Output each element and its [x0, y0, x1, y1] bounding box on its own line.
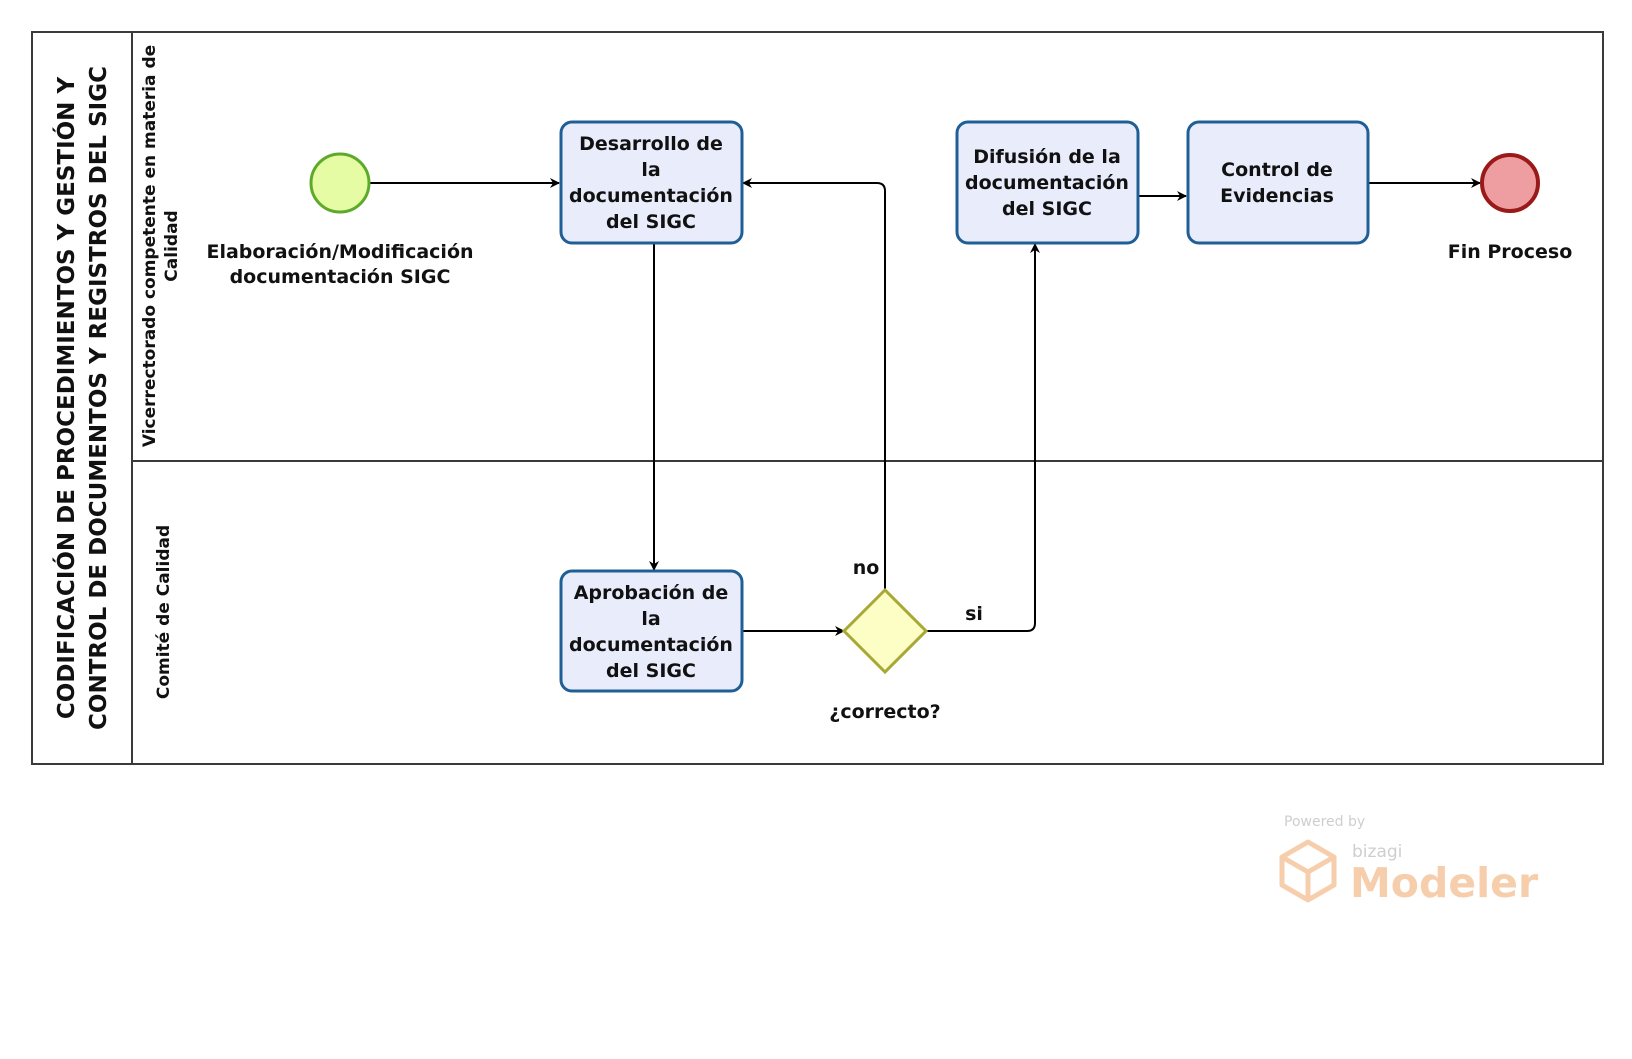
- start-event-label-line1: Elaboración/Modificación: [206, 241, 473, 263]
- bizagi-cube-icon: [1279, 839, 1337, 903]
- task-desarrollo-line1: Desarrollo de: [579, 133, 723, 155]
- end-event[interactable]: [1480, 153, 1540, 213]
- task-desarrollo[interactable]: Desarrollo de la documentación del SIGC: [559, 120, 744, 245]
- lane-title-comite: Comité de Calidad: [154, 525, 174, 699]
- gateway-label: ¿correcto?: [829, 701, 940, 723]
- task-aprobacion-line3: documentación: [569, 634, 733, 656]
- task-desarrollo-line4: del SIGC: [606, 211, 696, 233]
- flow-gateway-si: [926, 243, 1040, 632]
- task-difusion-line3: del SIGC: [1002, 198, 1092, 220]
- flow-gateway-no: [742, 178, 886, 590]
- watermark-powered-by: Powered by: [1284, 814, 1365, 830]
- task-control-line2: Evidencias: [1220, 185, 1334, 207]
- task-control[interactable]: Control de Evidencias: [1186, 120, 1370, 245]
- pool-title-line2: CONTROL DE DOCUMENTOS Y REGISTROS DEL SI…: [86, 66, 112, 730]
- lane-title-vicerrectorado-line2: Calidad: [162, 210, 182, 281]
- task-difusion-line2: documentación: [965, 172, 1129, 194]
- watermark-brand: bizagi: [1352, 842, 1402, 862]
- task-difusion-line1: Difusión de la: [973, 146, 1121, 168]
- task-desarrollo-line3: documentación: [569, 185, 733, 207]
- task-aprobacion-line1: Aprobación de: [574, 582, 729, 604]
- gateway-correcto[interactable]: [841, 587, 929, 675]
- watermark-product: Modeler: [1350, 859, 1539, 907]
- lane-title-comite-text: Comité de Calidad: [154, 525, 174, 699]
- start-event[interactable]: [309, 152, 371, 214]
- task-aprobacion-line4: del SIGC: [606, 660, 696, 682]
- pool-title-line1: CODIFICACIÓN DE PROCEDIMIENTOS Y GESTIÓN…: [52, 77, 80, 720]
- lane-title-vicerrectorado: Vicerrectorado competente en materia de …: [140, 45, 182, 447]
- task-aprobacion[interactable]: Aprobación de la documentación del SIGC: [559, 569, 744, 693]
- pool-title: CODIFICACIÓN DE PROCEDIMIENTOS Y GESTIÓN…: [52, 66, 112, 730]
- task-aprobacion-line2: la: [641, 608, 660, 630]
- gateway-no-label: no: [853, 557, 880, 579]
- start-event-label-line2: documentación SIGC: [230, 266, 451, 288]
- task-control-line1: Control de: [1221, 159, 1333, 181]
- bizagi-watermark: Powered by bizagi Modeler: [1279, 814, 1539, 907]
- end-event-label: Fin Proceso: [1448, 241, 1573, 263]
- task-difusion[interactable]: Difusión de la documentación del SIGC: [955, 120, 1140, 245]
- lane-title-vicerrectorado-line1: Vicerrectorado competente en materia de: [140, 45, 160, 447]
- task-desarrollo-line2: la: [641, 159, 660, 181]
- gateway-si-label: si: [965, 603, 983, 625]
